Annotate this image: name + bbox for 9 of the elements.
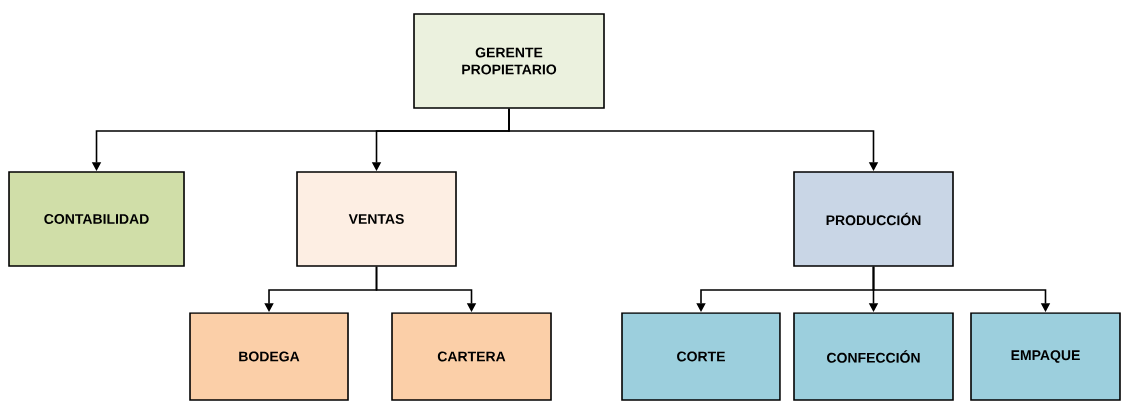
org-box: EMPAQUE	[970, 312, 1121, 401]
org-box: CONTABILIDAD	[8, 171, 185, 267]
org-box: BODEGA	[189, 312, 349, 401]
org-box: PRODUCCIÓN	[793, 171, 954, 267]
org-box: CONFECCIÓN	[793, 312, 954, 401]
org-box: CARTERA	[391, 312, 552, 401]
org-box: GERENTE PROPIETARIO	[413, 13, 605, 109]
org-box: VENTAS	[296, 171, 457, 267]
org-box: CORTE	[621, 312, 781, 401]
